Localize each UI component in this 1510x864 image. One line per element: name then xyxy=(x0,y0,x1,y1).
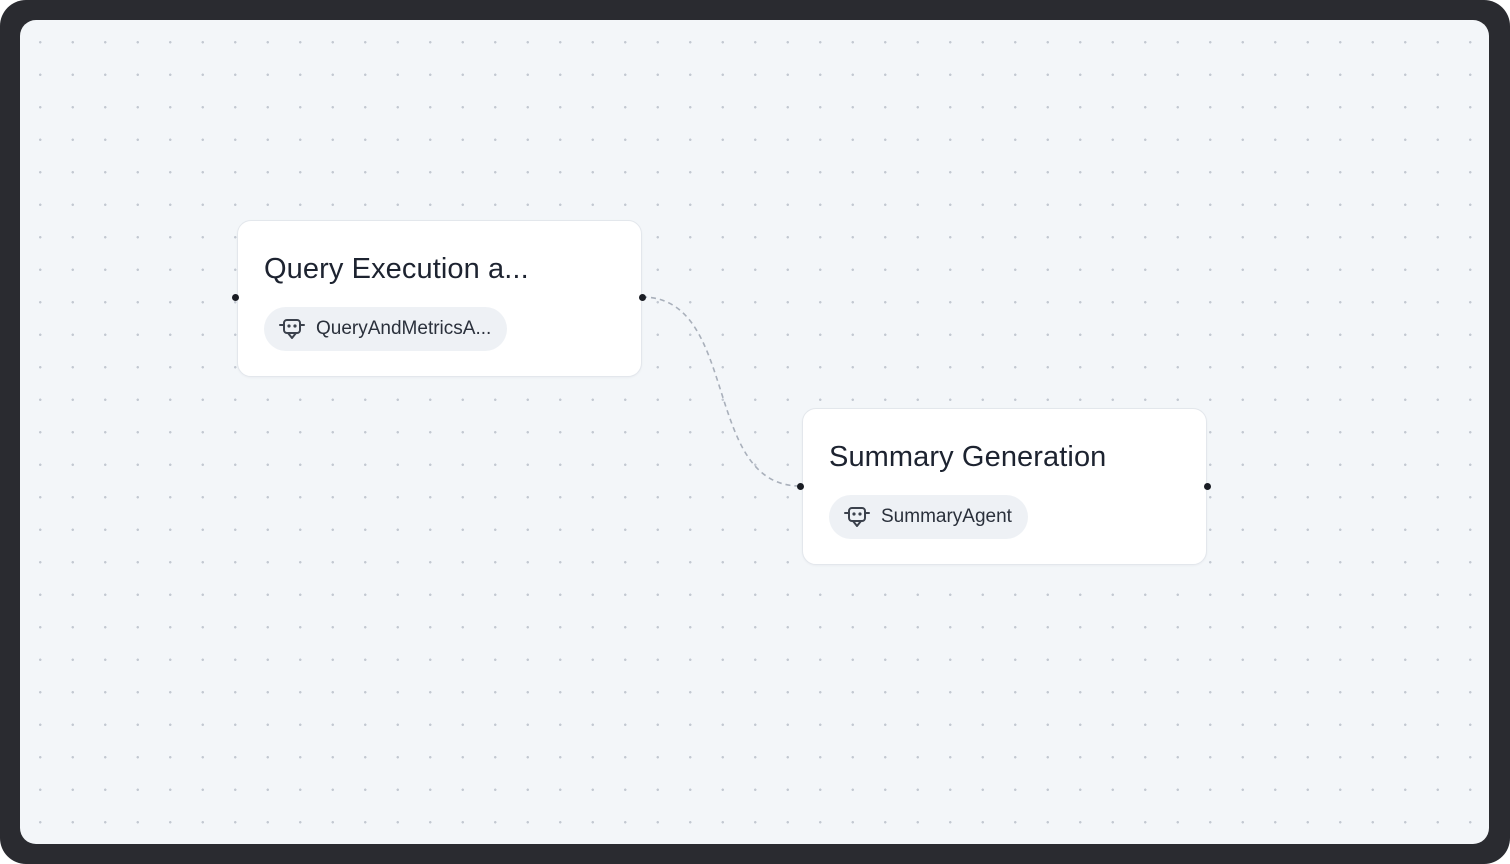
node-2-input-handle[interactable] xyxy=(797,483,804,490)
robot-icon xyxy=(279,319,305,339)
agent-name: QueryAndMetricsA... xyxy=(316,318,492,339)
agent-name: SummaryAgent xyxy=(881,506,1012,527)
node-1-input-handle[interactable] xyxy=(232,294,239,301)
agent-chip[interactable]: SummaryAgent xyxy=(829,495,1028,539)
node-title: Summary Generation xyxy=(829,441,1107,473)
workflow-node-query-execution[interactable]: Query Execution a... QueryAndMetricsA... xyxy=(237,220,642,377)
agent-chip[interactable]: QueryAndMetricsA... xyxy=(264,307,508,351)
edge-query-to-summary[interactable] xyxy=(641,296,801,487)
node-2-output-handle[interactable] xyxy=(1204,483,1211,490)
workflow-node-summary-generation[interactable]: Summary Generation SummaryAgent xyxy=(802,408,1207,565)
robot-icon xyxy=(844,507,870,527)
node-1-output-handle[interactable] xyxy=(639,294,646,301)
edge-layer xyxy=(641,296,801,487)
node-title: Query Execution a... xyxy=(264,253,529,285)
workflow-canvas[interactable]: Query Execution a... QueryAndMetricsA...… xyxy=(20,20,1489,844)
